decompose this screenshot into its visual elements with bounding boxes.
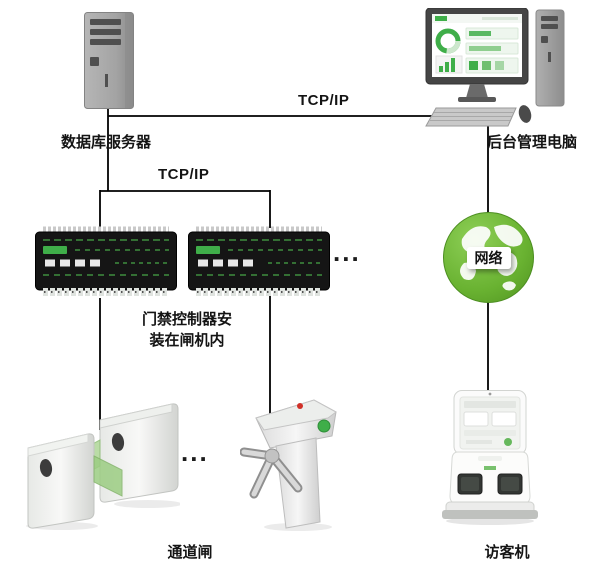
database-server-icon [84,12,134,109]
flap-barrier-icon [24,392,180,530]
network-globe-icon: 网络 [442,211,535,304]
tcpip-label-top: TCP/IP [298,92,350,109]
controller-note: 门禁控制器安 装在闸机内 [117,309,257,351]
visitor-machine-label: 访客机 [484,544,530,561]
gates-ellipsis: ... [181,437,209,467]
controller-note-line2: 装在闸机内 [149,332,225,349]
management-pc-icon [424,8,566,128]
database-server-label: 数据库服务器 [60,134,151,151]
tripod-turnstile-icon [240,396,342,532]
visitor-kiosk-icon [440,390,540,526]
management-pc-label: 后台管理电脑 [486,134,577,151]
network-label-badge: 网络 [466,246,511,269]
network-label: 网络 [474,249,503,266]
tcpip-label-mid: TCP/IP [158,166,210,183]
access-controller-icon-2 [188,225,330,300]
controllers-ellipsis: ... [333,237,361,267]
controller-note-line1: 门禁控制器安 [141,311,232,328]
access-controller-icon-1 [35,225,177,300]
channel-gate-label: 通道闸 [167,544,213,561]
